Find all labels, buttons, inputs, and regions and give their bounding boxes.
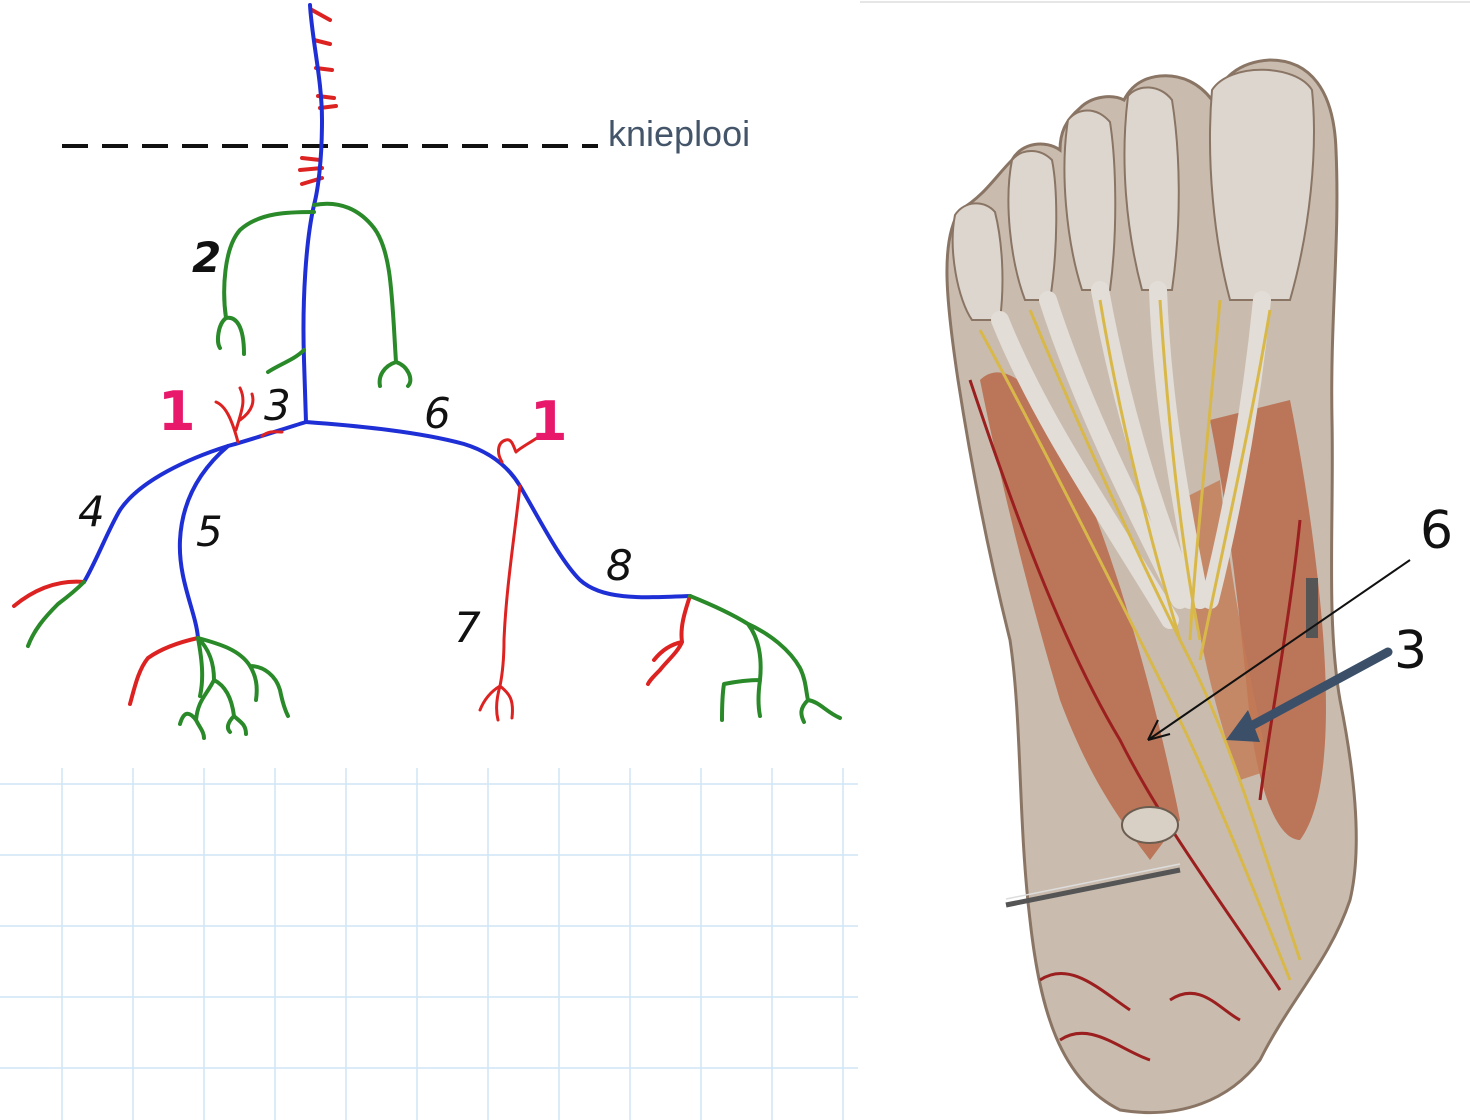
arrow-6 (1147, 559, 1411, 741)
branch-2-right (312, 201, 413, 388)
red-branch-1-left (214, 386, 284, 444)
red-branch-5 (128, 636, 200, 706)
green-branch-5 (178, 636, 290, 740)
arrow-3 (1226, 647, 1393, 742)
red-branch-1-right (497, 434, 542, 464)
label-6: 6 (424, 389, 451, 438)
label-1-left: 1 (158, 380, 196, 443)
label-8: 8 (606, 541, 633, 590)
label-3: 3 (264, 381, 291, 430)
label-4: 4 (78, 487, 105, 536)
label-5: 5 (196, 507, 223, 556)
label-7: 7 (454, 603, 481, 652)
red-branch-4 (12, 579, 86, 608)
nerve-branch-3-4 (82, 420, 308, 584)
red-branch-8 (646, 594, 692, 686)
nerve-branch-5 (177, 444, 230, 640)
branch-small-green (266, 348, 306, 374)
branch-2-left (216, 210, 316, 356)
green-branch-8 (688, 594, 842, 724)
red-branch-7 (478, 484, 522, 722)
trunk-red-branches (298, 8, 338, 186)
foot-label-3: 3 (1394, 621, 1427, 681)
label-1-right: 1 (530, 390, 568, 453)
foot-illustration (945, 58, 1358, 1115)
green-branch-4 (26, 580, 86, 648)
grid-paper (0, 768, 858, 1120)
label-2: 2 (192, 233, 221, 282)
main-nerve-trunk (301, 3, 324, 424)
foot-label-6: 6 (1420, 501, 1453, 561)
knee-fold-label: knieplooi (608, 113, 750, 154)
